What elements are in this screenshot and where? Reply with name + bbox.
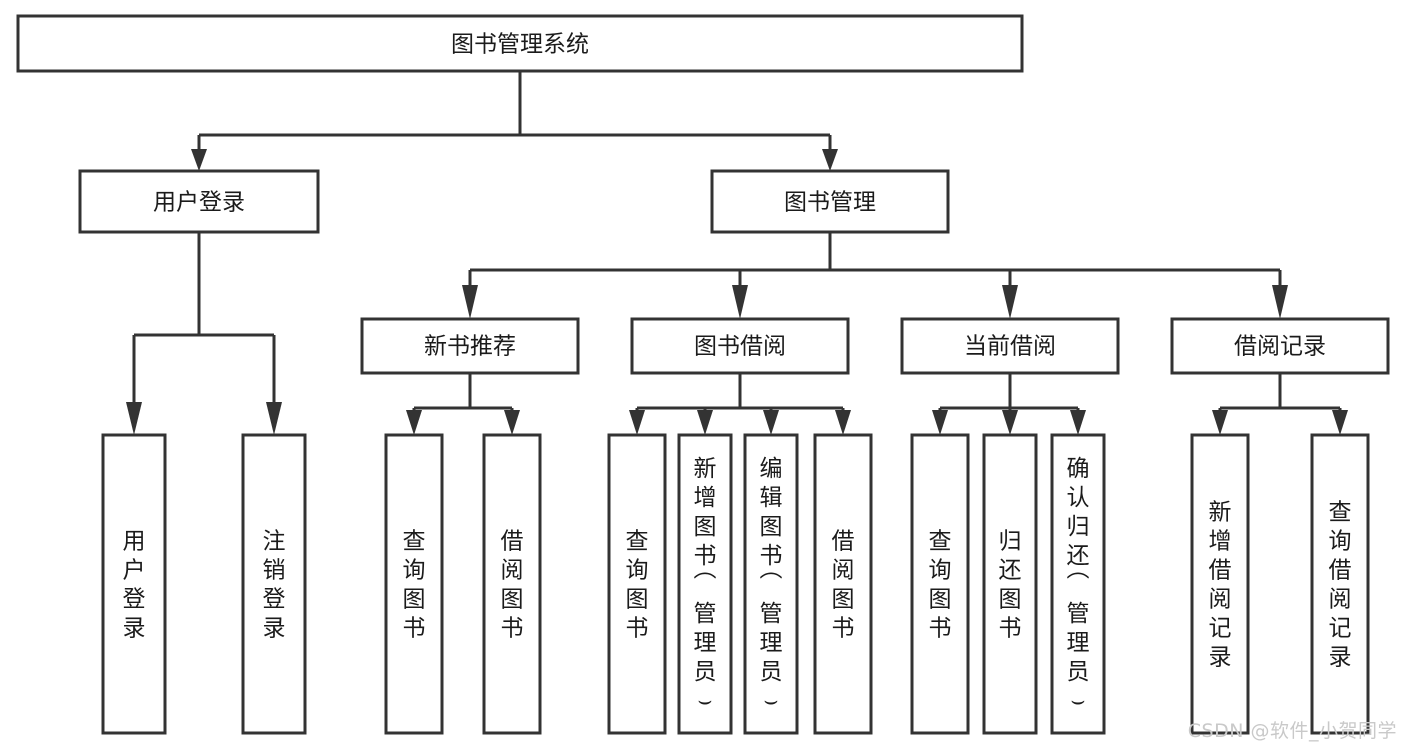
leaf-node-leaf-borrow-book-1[interactable]: 借阅图书 bbox=[482, 433, 542, 735]
node-user-login-label: 用户登录 bbox=[153, 190, 245, 216]
node-current-borrow-label: 当前借阅 bbox=[964, 334, 1056, 360]
leaf-node-label: 查询图书 bbox=[626, 529, 649, 642]
leaf-node-box[interactable] bbox=[813, 433, 873, 735]
leaf-node-leaf-confirm-return-admin[interactable]: 确认归还⌒管理员⌣ bbox=[1050, 433, 1106, 735]
leaf-node-label: 编辑图书⌒管理员⌣ bbox=[760, 456, 783, 714]
arrowhead-leaf-query-book-1 bbox=[406, 410, 422, 435]
arrowhead-leaf-logout-login bbox=[266, 402, 282, 435]
leaf-node-leaf-return-book[interactable]: 归还图书 bbox=[982, 433, 1038, 735]
leaf-node-label: 归还图书 bbox=[999, 529, 1022, 642]
node-book-manage-box[interactable] bbox=[710, 169, 950, 234]
node-book-borrow-label: 图书借阅 bbox=[694, 334, 786, 360]
node-borrow-record[interactable]: 借阅记录 bbox=[1170, 317, 1390, 375]
node-borrow-record-label: 借阅记录 bbox=[1234, 334, 1326, 360]
leaf-node-box[interactable] bbox=[1050, 433, 1106, 735]
node-book-borrow[interactable]: 图书借阅 bbox=[630, 317, 850, 375]
arrowhead-book-borrow bbox=[732, 285, 748, 319]
leaf-node-box[interactable] bbox=[384, 433, 444, 735]
leaf-nodes-layer: 用户登录 注销登录 查询图书 借阅图书 查询图书 新增图书⌒管理员⌣ 编辑图书⌒管理员⌣ 借阅… bbox=[101, 433, 1370, 735]
node-book-manage[interactable]: 图书管理 bbox=[710, 169, 950, 234]
arrowhead-user-login bbox=[191, 149, 207, 171]
leaf-node-label: 新增图书⌒管理员⌣ bbox=[694, 456, 717, 714]
leaf-node-leaf-query-book-2[interactable]: 查询图书 bbox=[607, 433, 667, 735]
leaf-node-leaf-user-login[interactable]: 用户登录 bbox=[101, 433, 167, 735]
leaf-node-box[interactable] bbox=[482, 433, 542, 735]
leaf-node-box[interactable] bbox=[743, 433, 799, 735]
node-book-manage-label: 图书管理 bbox=[784, 190, 876, 216]
leaf-node-box[interactable] bbox=[241, 433, 307, 735]
leaf-node-box[interactable] bbox=[1310, 433, 1370, 735]
leaf-node-leaf-logout-login[interactable]: 注销登录 bbox=[241, 433, 307, 735]
leaf-node-leaf-add-book-admin[interactable]: 新增图书⌒管理员⌣ bbox=[677, 433, 733, 735]
arrowhead-leaf-add-borrow-record bbox=[1212, 410, 1228, 435]
leaf-node-box[interactable] bbox=[101, 433, 167, 735]
node-current-borrow-box[interactable] bbox=[900, 317, 1120, 375]
leaf-node-box[interactable] bbox=[677, 433, 733, 735]
arrowhead-leaf-return-book bbox=[1002, 410, 1018, 435]
leaf-node-label: 用户登录 bbox=[123, 529, 146, 642]
leaf-node-label: 查询借阅记录 bbox=[1329, 500, 1352, 671]
leaf-node-leaf-query-book-1[interactable]: 查询图书 bbox=[384, 433, 444, 735]
leaf-node-leaf-query-borrow-record[interactable]: 查询借阅记录 bbox=[1310, 433, 1370, 735]
arrowhead-leaf-borrow-book-2 bbox=[835, 410, 851, 435]
node-new-book-recommend-box[interactable] bbox=[360, 317, 580, 375]
arrowhead-leaf-confirm-return-admin bbox=[1070, 410, 1086, 435]
leaf-node-leaf-edit-book-admin[interactable]: 编辑图书⌒管理员⌣ bbox=[743, 433, 799, 735]
leaf-node-label: 确认归还⌒管理员⌣ bbox=[1067, 456, 1090, 714]
node-root-box[interactable] bbox=[16, 14, 1024, 73]
node-user-login-box[interactable] bbox=[78, 169, 320, 234]
leaf-node-label: 借阅图书 bbox=[501, 529, 524, 642]
leaf-node-box[interactable] bbox=[1190, 433, 1250, 735]
leaf-node-label: 注销登录 bbox=[263, 529, 286, 642]
arrowhead-leaf-user-login bbox=[126, 402, 142, 435]
arrowhead-leaf-edit-book-admin bbox=[763, 410, 779, 435]
leaf-node-box[interactable] bbox=[982, 433, 1038, 735]
arrowhead-new-book-recommend bbox=[462, 285, 478, 319]
arrowhead-leaf-add-book-admin bbox=[697, 410, 713, 435]
leaf-node-box[interactable] bbox=[607, 433, 667, 735]
node-user-login[interactable]: 用户登录 bbox=[78, 169, 320, 234]
leaf-node-label: 新增借阅记录 bbox=[1209, 500, 1232, 671]
arrowhead-leaf-query-book-2 bbox=[629, 410, 645, 435]
edges-layer bbox=[126, 71, 1348, 435]
arrowhead-borrow-record bbox=[1272, 285, 1288, 319]
arrowhead-leaf-query-book-3 bbox=[932, 410, 948, 435]
node-new-book-recommend-label: 新书推荐 bbox=[424, 334, 516, 360]
leaf-node-leaf-borrow-book-2[interactable]: 借阅图书 bbox=[813, 433, 873, 735]
leaf-node-box[interactable] bbox=[910, 433, 970, 735]
arrowhead-book-manage bbox=[822, 149, 838, 171]
arrowhead-leaf-query-borrow-record bbox=[1332, 410, 1348, 435]
arrowhead-current-borrow bbox=[1002, 285, 1018, 319]
leaf-node-label: 借阅图书 bbox=[832, 529, 855, 642]
leaf-node-leaf-query-book-3[interactable]: 查询图书 bbox=[910, 433, 970, 735]
node-root[interactable]: 图书管理系统 bbox=[16, 14, 1024, 73]
leaf-node-label: 查询图书 bbox=[929, 529, 952, 642]
leaf-node-leaf-add-borrow-record[interactable]: 新增借阅记录 bbox=[1190, 433, 1250, 735]
node-current-borrow[interactable]: 当前借阅 bbox=[900, 317, 1120, 375]
node-root-label: 图书管理系统 bbox=[451, 32, 589, 58]
leaf-node-label: 查询图书 bbox=[403, 529, 426, 642]
node-book-borrow-box[interactable] bbox=[630, 317, 850, 375]
arrowhead-leaf-borrow-book-1 bbox=[504, 410, 520, 435]
node-new-book-recommend[interactable]: 新书推荐 bbox=[360, 317, 580, 375]
node-borrow-record-box[interactable] bbox=[1170, 317, 1390, 375]
